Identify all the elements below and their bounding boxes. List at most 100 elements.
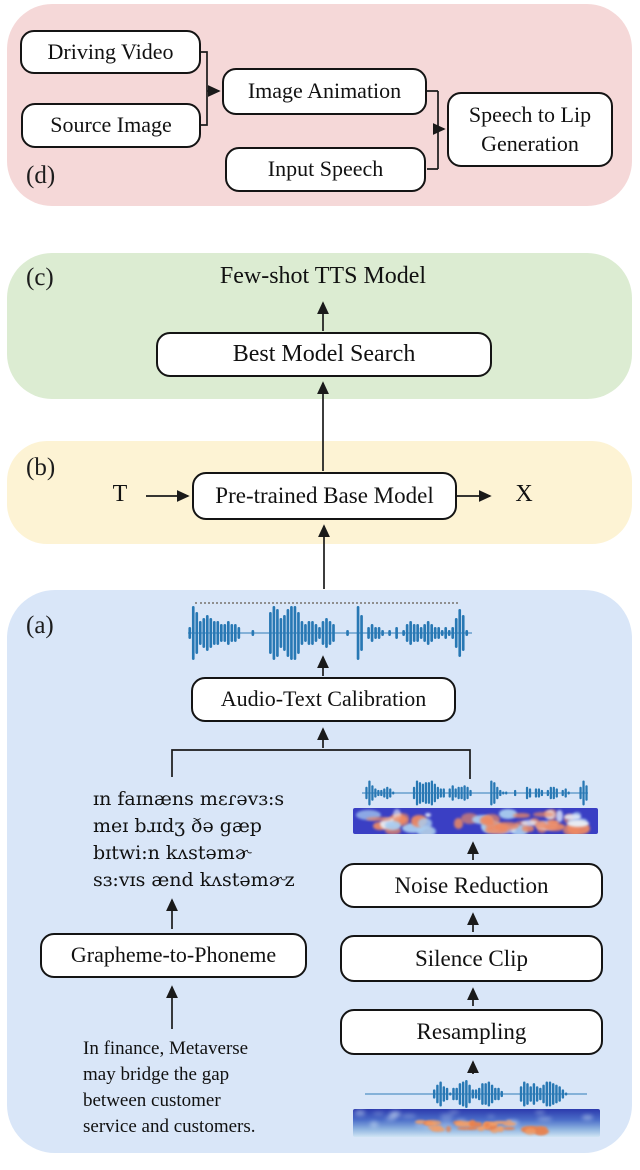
input-speech-label: Input Speech: [267, 156, 384, 182]
pretrained-base-model-label: Pre-trained Base Model: [215, 483, 434, 509]
spectrogram-blob: [402, 1113, 416, 1119]
phoneme-line: sɜ:vɪs ænd kʌstəmɚz: [93, 869, 295, 891]
spectrogram-blob: [556, 809, 564, 822]
driving-video-box: Driving Video: [20, 30, 201, 74]
silence-clip-box: Silence Clip: [340, 935, 603, 982]
audio-text-calibration-box: Audio-Text Calibration: [191, 677, 456, 722]
spectrogram-blob: [487, 1114, 495, 1118]
spectrogram-blob: [370, 1120, 379, 1128]
spectrogram-blob: [490, 1125, 500, 1134]
spectrogram-blob: [493, 823, 508, 831]
spectrogram-blob: [502, 1122, 516, 1127]
spectrogram-blob: [372, 1111, 384, 1116]
spectrogram-blob: [524, 1127, 537, 1136]
source-image-label: Source Image: [50, 112, 172, 138]
panel-d-label: (d): [26, 162, 56, 189]
spectrogram-blob: [455, 1121, 472, 1127]
spectrogram-blob: [446, 1125, 452, 1132]
sentence-line: between customer: [83, 1090, 221, 1111]
spectrogram-blob: [385, 1116, 396, 1122]
spectrogram-blob: [417, 825, 437, 834]
speech-to-lip-line2: Generation: [481, 130, 579, 156]
phoneme-line: bɪtwi:n kʌstəmɚ: [93, 842, 251, 864]
output-symbol-x: X: [515, 481, 533, 507]
alignment-dotted-line: [195, 602, 458, 604]
spectrogram-blob: [547, 819, 560, 825]
spectrogram-blob: [388, 1112, 397, 1119]
input-speech-box: Input Speech: [225, 147, 426, 192]
spectrogram-blob: [468, 1125, 479, 1130]
panel-c-label: (c): [26, 264, 54, 291]
spectrogram-blob: [418, 818, 433, 829]
phoneme-text-block: ɪn faɪnæns mɛɾəvɜ:s meɪ bɹɪdʒ ðə gæp bɪt…: [93, 786, 295, 894]
spectrogram-blob: [483, 1122, 491, 1129]
spectrogram-blob: [544, 823, 566, 831]
spectrogram-blob: [366, 816, 392, 822]
spectrogram-blob: [505, 1120, 512, 1124]
spectrogram-blob: [535, 820, 547, 830]
panel-a-label: (a): [26, 612, 54, 639]
spectrogram-blob: [421, 1123, 433, 1129]
source-sentence-text-block: In finance, Metaverse may bridge the gap…: [83, 1036, 256, 1140]
spectrogram-blob: [497, 1126, 504, 1132]
spectrogram-blob: [502, 1126, 515, 1131]
spectrogram-blob: [427, 1125, 442, 1130]
spectrogram-blob: [392, 809, 402, 822]
phoneme-line: ɪn faɪnæns mɛɾəvɜ:s: [93, 788, 285, 810]
spectrogram-blob: [385, 821, 401, 831]
spectrogram-blob: [563, 823, 580, 834]
speech-to-lip-line1: Speech to Lip: [468, 101, 592, 127]
spectrogram-blob: [485, 825, 508, 834]
spectrogram-blob: [448, 1110, 459, 1114]
spectrogram-blob: [393, 815, 410, 827]
source-image-box: Source Image: [21, 103, 201, 148]
spectrogram-blob: [455, 1119, 467, 1123]
spectrogram-blob: [390, 1110, 401, 1118]
best-model-search-label: Best Model Search: [232, 340, 416, 367]
spectrogram-blob: [439, 1113, 454, 1117]
raw-waveform-image: [365, 1079, 587, 1109]
input-symbol-t: T: [112, 481, 128, 507]
noise-reduction-box: Noise Reduction: [340, 863, 603, 908]
spectrogram-blob: [414, 1120, 426, 1125]
speech-to-lip-generation-box: Speech to Lip Generation: [447, 92, 613, 167]
driving-video-label: Driving Video: [47, 38, 174, 64]
spectrogram-blob: [566, 820, 589, 828]
spectrogram-blob: [439, 1117, 453, 1122]
few-shot-tts-model-title: Few-shot TTS Model: [219, 263, 427, 289]
spectrogram-blob: [511, 824, 529, 834]
phoneme-line: meɪ bɹɪdʒ ðə gæp: [93, 815, 262, 837]
spectrogram-blob: [425, 1121, 437, 1126]
spectrogram-blob: [493, 1120, 508, 1124]
grapheme-to-phoneme-box: Grapheme-to-Phoneme: [40, 933, 307, 978]
spectrogram-blob: [476, 1126, 485, 1132]
spectrogram-blob: [522, 825, 535, 832]
sentence-line: In finance, Metaverse: [83, 1038, 249, 1059]
raw-spectrogram-image: [353, 1109, 600, 1137]
spectrogram-blob: [533, 1127, 549, 1135]
spectrogram-blob: [415, 1123, 424, 1127]
spectrogram-blob: [425, 813, 432, 818]
audio-text-calibration-label: Audio-Text Calibration: [220, 686, 427, 712]
spectrogram-blob: [355, 810, 382, 821]
sentence-line: may bridge the gap: [83, 1064, 230, 1085]
panel-b-label: (b): [26, 454, 56, 481]
spectrogram-blob: [438, 1123, 455, 1127]
spectrogram-blob: [532, 811, 554, 818]
image-animation-box: Image Animation: [222, 68, 427, 115]
spectrogram-blob: [498, 809, 518, 819]
spectrogram-blob: [534, 1110, 546, 1115]
grapheme-to-phoneme-label: Grapheme-to-Phoneme: [70, 942, 277, 968]
noise-reduction-label: Noise Reduction: [394, 872, 549, 898]
spectrogram-blob: [486, 1121, 498, 1126]
spectrogram-blob: [480, 816, 494, 826]
best-model-search-box: Best Model Search: [156, 332, 492, 377]
spectrogram-blob: [354, 1110, 366, 1116]
spectrogram-blob: [483, 1122, 498, 1130]
spectrogram-blob: [460, 813, 478, 824]
resampling-box: Resampling: [340, 1009, 603, 1055]
spectrogram-blob: [472, 1122, 482, 1127]
spectrogram-blob: [485, 820, 496, 830]
image-animation-label: Image Animation: [247, 78, 402, 104]
